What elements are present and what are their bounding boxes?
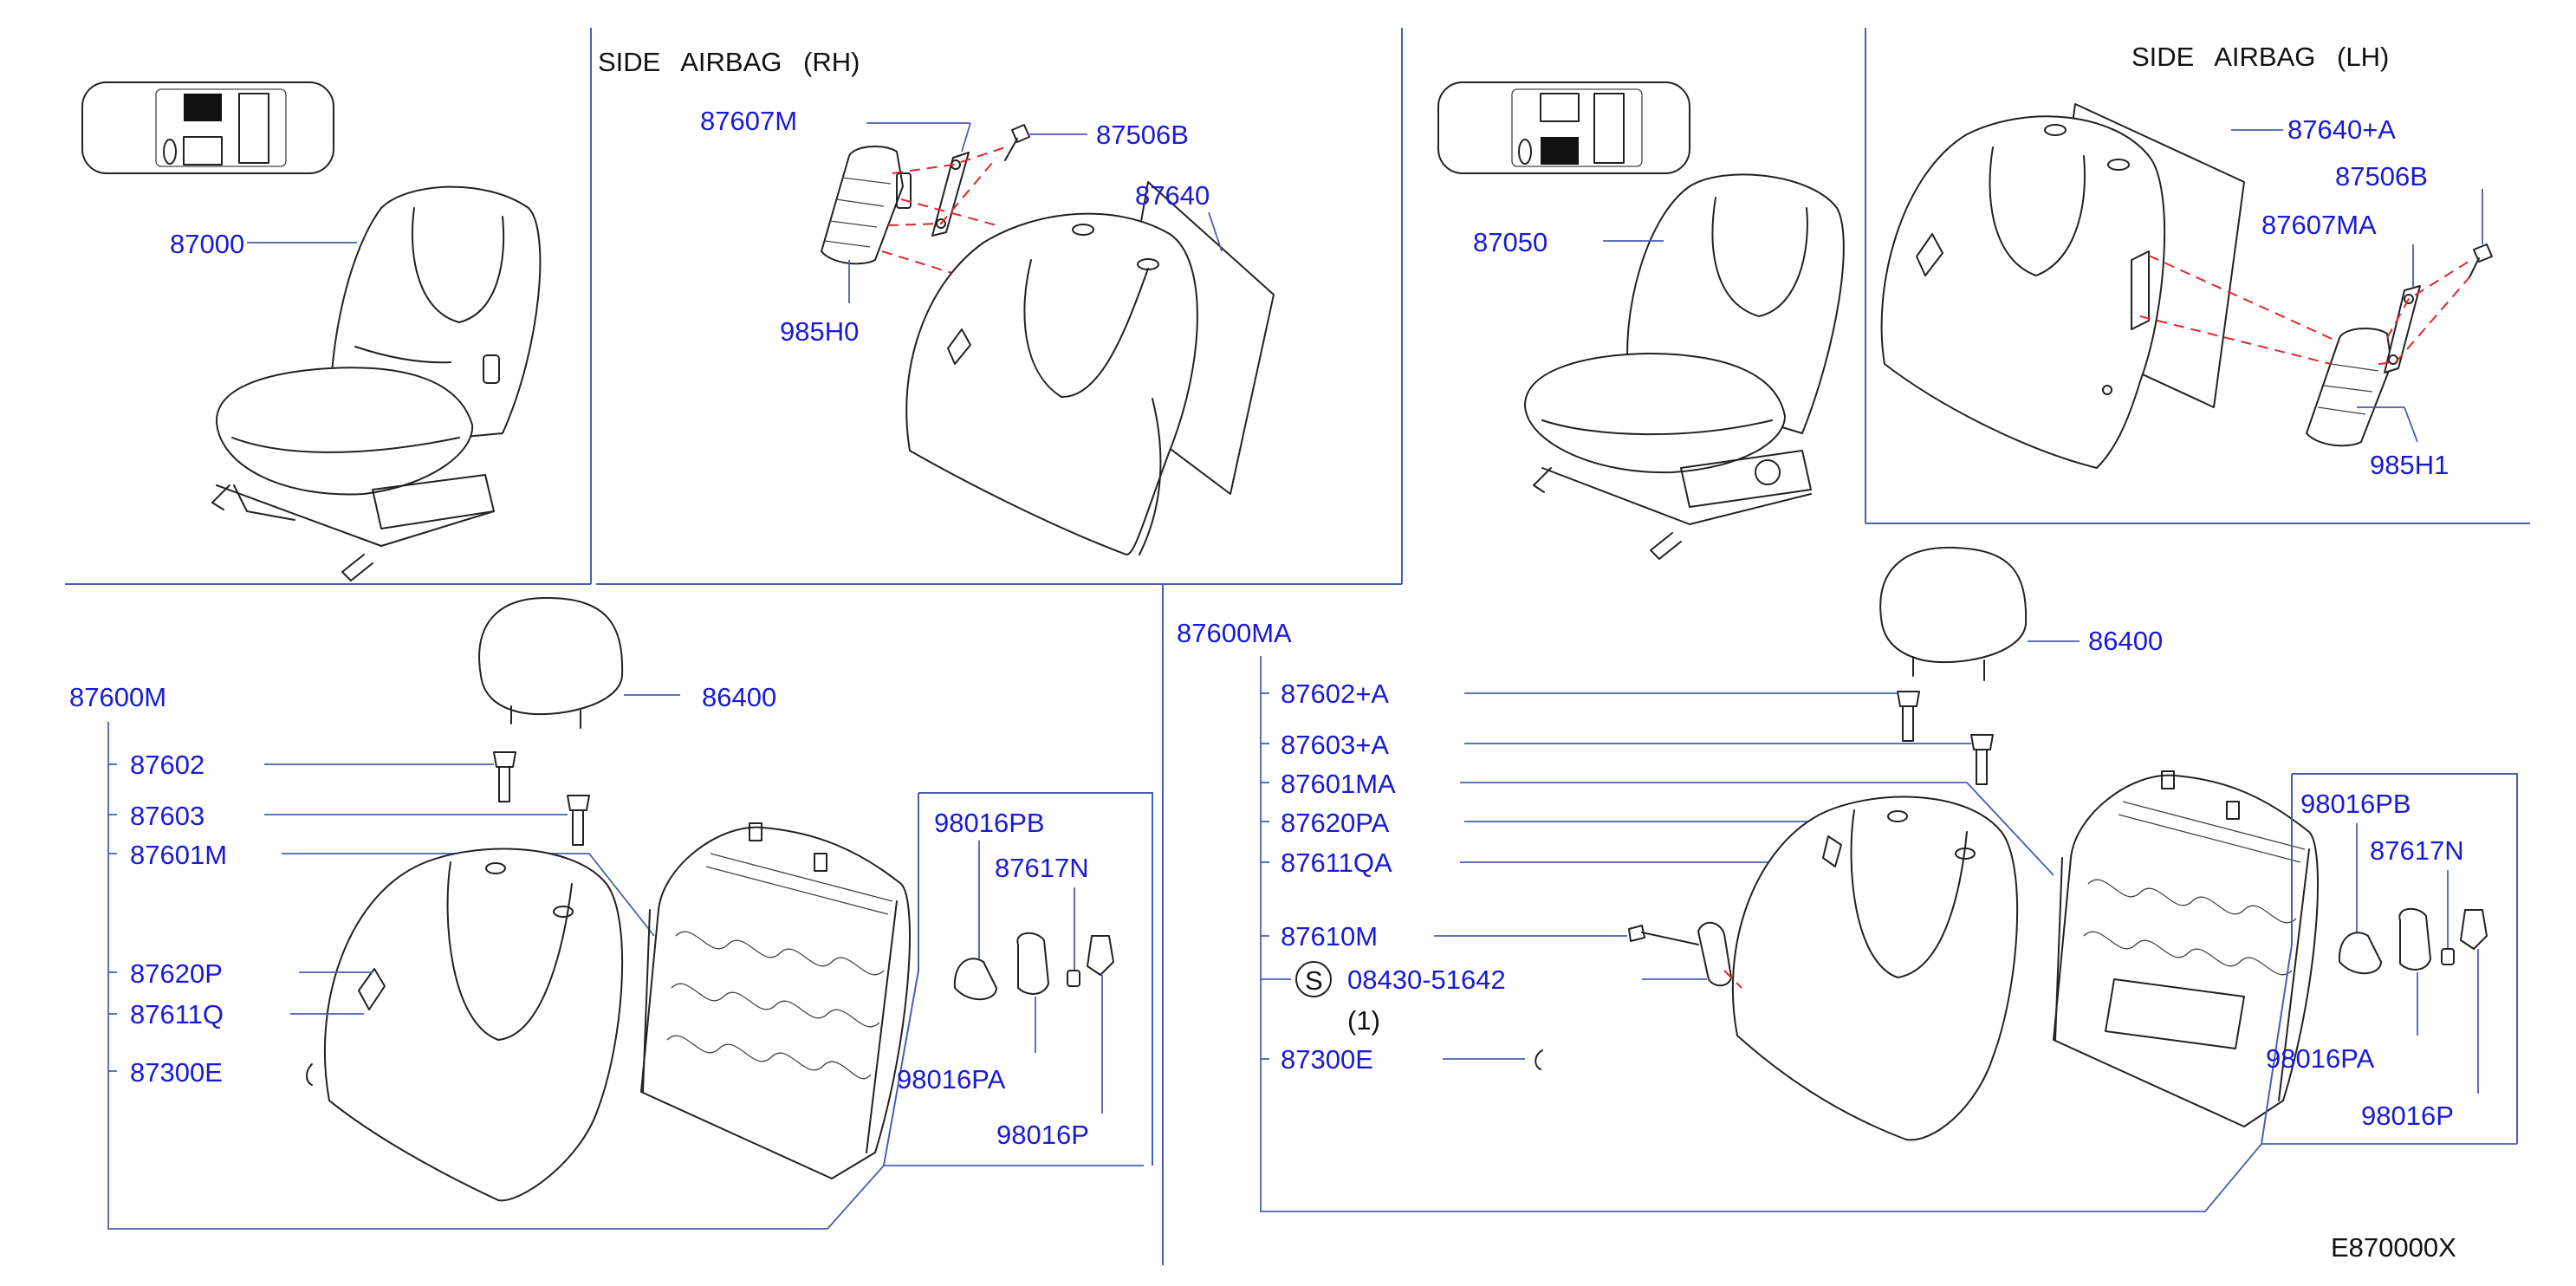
diagram-id: E870000X	[2331, 1232, 2456, 1263]
part-label-87600MA: 87600MA	[1177, 618, 1292, 648]
part-label-985H1: 985H1	[2370, 450, 2449, 480]
part-label-87640-A: 87640+A	[2287, 114, 2396, 145]
part-label-98016PB-r: 98016PB	[2300, 789, 2411, 819]
part-label-87607M: 87607M	[700, 106, 797, 136]
part-label-87000: 87000	[170, 229, 244, 259]
seatback-breakdown-87600M: 87600M 86400 87602 87603 87601M	[69, 597, 1153, 1230]
part-label-985H0: 985H0	[780, 316, 859, 347]
part-label-87620P: 87620P	[130, 958, 223, 989]
seat-assembly-87050: 87050	[1473, 173, 1845, 560]
part-label-87602-A: 87602+A	[1281, 679, 1389, 709]
part-label-87603: 87603	[130, 801, 204, 831]
leader-87600MA	[1260, 656, 2517, 1212]
part-label-98016PA-l: 98016PA	[897, 1064, 1006, 1094]
part-label-87607MA: 87607MA	[2261, 210, 2377, 240]
part-label-87300E-l: 87300E	[130, 1057, 223, 1088]
s-symbol-circle	[1295, 961, 1332, 997]
section-title-side-airbag-lh: SIDE AIRBAG (LH)	[2132, 42, 2389, 72]
part-label-87050: 87050	[1473, 227, 1548, 257]
part-label-87640: 87640	[1135, 180, 1210, 211]
part-label-87611QA: 87611QA	[1281, 848, 1392, 878]
seat-assembly-87000: 87000	[170, 185, 542, 581]
part-label-86400-r: 86400	[2088, 626, 2163, 656]
knob-subassembly-box-l	[918, 792, 1153, 1166]
part-label-98016PA-r: 98016PA	[2266, 1043, 2375, 1074]
side-airbag-rh-panel: SIDE AIRBAG (RH) 87607M 87506B 87640	[598, 47, 1275, 555]
section-title-side-airbag-rh: SIDE AIRBAG (RH)	[598, 47, 860, 77]
s-symbol-label: S	[1305, 965, 1323, 996]
part-label-87300E-r: 87300E	[1281, 1044, 1373, 1075]
part-label-87601MA: 87601MA	[1281, 769, 1396, 799]
quantity-label: (1)	[1347, 1005, 1380, 1036]
car-location-icon-rh	[81, 81, 334, 174]
seatback-breakdown-87600MA: 87600MA 86400 87602+A 87603+A 87601MA 87…	[1177, 546, 2518, 1212]
leader-87600M	[107, 722, 1144, 1230]
part-label-98016PB-l: 98016PB	[934, 808, 1045, 838]
part-label-87620PA: 87620PA	[1281, 808, 1390, 838]
part-label-87617N-r: 87617N	[2370, 835, 2464, 866]
part-label-87601M: 87601M	[130, 840, 227, 870]
side-airbag-lh-panel: SIDE AIRBAG (LH) 87640+A 87506B 87607MA	[1880, 42, 2493, 480]
leader-87601M	[282, 853, 655, 937]
leader-87640	[1208, 211, 1223, 252]
part-label-98016P-l: 98016P	[996, 1120, 1089, 1150]
part-label-87600M: 87600M	[69, 682, 166, 712]
part-label-87603-A: 87603+A	[1281, 730, 1389, 760]
leader-87601MA	[1460, 782, 2054, 876]
part-label-87611Q: 87611Q	[130, 999, 224, 1029]
part-label-87610M: 87610M	[1281, 921, 1378, 952]
part-label-08430-51642: 08430-51642	[1347, 964, 1506, 995]
part-label-87617N-l: 87617N	[995, 853, 1089, 883]
part-label-87506B-rh: 87506B	[1096, 120, 1189, 150]
part-label-86400-l: 86400	[702, 682, 776, 712]
part-label-98016P-r: 98016P	[2361, 1101, 2454, 1131]
panel-dividers	[65, 28, 2530, 1265]
knob-subassembly-box-r	[2292, 773, 2518, 1144]
part-label-87506B-lh: 87506B	[2335, 161, 2428, 192]
part-label-87602: 87602	[130, 750, 204, 780]
car-location-icon-lh	[1437, 81, 1690, 174]
